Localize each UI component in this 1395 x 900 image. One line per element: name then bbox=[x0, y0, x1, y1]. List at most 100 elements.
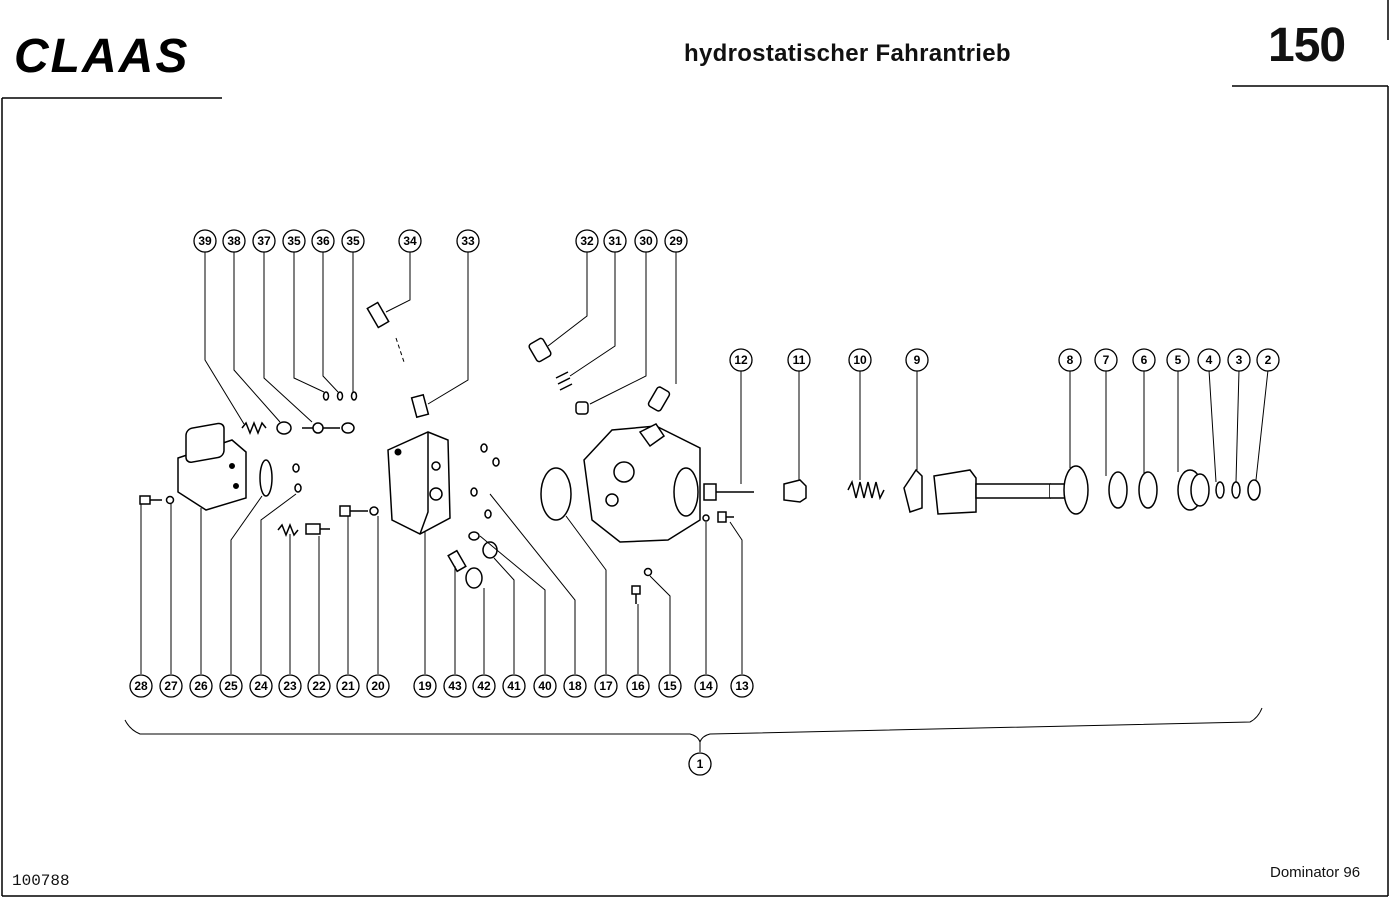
leader-lines bbox=[140, 252, 1269, 674]
callout-5: 5 bbox=[1166, 348, 1190, 372]
washer-part bbox=[643, 567, 653, 577]
pin-part bbox=[302, 422, 355, 434]
page-title: hydrostatischer Fahrantrieb bbox=[684, 40, 1011, 67]
svg-text:8: 8 bbox=[1067, 353, 1074, 367]
svg-text:40: 40 bbox=[538, 679, 552, 693]
bolt-part bbox=[717, 511, 734, 523]
spring-part bbox=[555, 371, 573, 391]
svg-text:41: 41 bbox=[507, 679, 521, 693]
svg-text:16: 16 bbox=[631, 679, 645, 693]
svg-text:28: 28 bbox=[134, 679, 148, 693]
svg-text:27: 27 bbox=[164, 679, 178, 693]
callout-32: 32 bbox=[575, 229, 599, 253]
small-ring-part bbox=[468, 531, 480, 541]
callout-2: 2 bbox=[1256, 348, 1280, 372]
callout-3: 3 bbox=[1227, 348, 1251, 372]
svg-text:31: 31 bbox=[608, 234, 622, 248]
callout-22: 22 bbox=[307, 674, 331, 698]
callout-26: 26 bbox=[189, 674, 213, 698]
callout-18: 18 bbox=[563, 674, 587, 698]
svg-text:24: 24 bbox=[254, 679, 268, 693]
washer-part bbox=[369, 506, 379, 516]
svg-text:38: 38 bbox=[227, 234, 241, 248]
bolt-part bbox=[139, 495, 162, 505]
callout-38: 38 bbox=[222, 229, 246, 253]
small-ring-part bbox=[350, 391, 358, 401]
callout-34: 34 bbox=[398, 229, 422, 253]
callout-23: 23 bbox=[278, 674, 302, 698]
callout-6: 6 bbox=[1132, 348, 1156, 372]
washer-part bbox=[165, 495, 175, 505]
callout-10: 10 bbox=[848, 348, 872, 372]
svg-text:25: 25 bbox=[224, 679, 238, 693]
plug-part bbox=[276, 421, 292, 435]
shaft-part bbox=[933, 469, 1073, 515]
callout-30: 30 bbox=[634, 229, 658, 253]
small-ring-part bbox=[294, 483, 302, 493]
spring-part bbox=[847, 479, 885, 501]
bolt-part bbox=[339, 505, 368, 517]
document-number: 100788 bbox=[12, 872, 70, 890]
oring-part bbox=[259, 459, 273, 497]
spring-part bbox=[277, 522, 299, 538]
nut-part bbox=[1247, 479, 1261, 501]
callout-1: 1 bbox=[688, 752, 712, 776]
callout-7: 7 bbox=[1094, 348, 1118, 372]
claas-logo: CLAAS bbox=[14, 30, 189, 80]
bolt-part bbox=[703, 483, 754, 501]
svg-text:17: 17 bbox=[599, 679, 613, 693]
callouts: 39 38 37 35 36 35 34 33 32 31 30 29 12 1… bbox=[129, 229, 1280, 776]
svg-text:34: 34 bbox=[403, 234, 417, 248]
svg-text:1: 1 bbox=[697, 757, 704, 771]
pump-housing-part bbox=[583, 423, 701, 543]
valve-block-part bbox=[387, 431, 451, 535]
svg-text:5: 5 bbox=[1175, 353, 1182, 367]
small-ring-part bbox=[480, 443, 488, 453]
callout-20: 20 bbox=[366, 674, 390, 698]
callout-35a: 35 bbox=[282, 229, 306, 253]
callout-35b: 35 bbox=[341, 229, 365, 253]
small-ring-part bbox=[336, 391, 344, 401]
bushing-part bbox=[783, 479, 807, 503]
svg-text:33: 33 bbox=[461, 234, 475, 248]
valve-part bbox=[575, 401, 589, 415]
callout-24: 24 bbox=[249, 674, 273, 698]
callout-4: 4 bbox=[1197, 348, 1221, 372]
plug-part bbox=[528, 337, 552, 363]
svg-text:14: 14 bbox=[699, 679, 713, 693]
bearing-part bbox=[1177, 469, 1210, 511]
callout-12: 12 bbox=[729, 348, 753, 372]
callout-28: 28 bbox=[129, 674, 153, 698]
small-ring-part bbox=[292, 463, 300, 473]
callout-39: 39 bbox=[193, 229, 217, 253]
logo-text: CLAAS bbox=[14, 30, 189, 80]
callout-29: 29 bbox=[664, 229, 688, 253]
plate-part bbox=[903, 468, 923, 513]
page-number: 150 bbox=[1268, 19, 1346, 72]
callout-25: 25 bbox=[219, 674, 243, 698]
callout-17: 17 bbox=[594, 674, 618, 698]
callout-19: 19 bbox=[413, 674, 437, 698]
svg-text:15: 15 bbox=[663, 679, 677, 693]
small-ring-part bbox=[470, 487, 478, 497]
ring-part bbox=[1108, 471, 1128, 509]
callout-9: 9 bbox=[905, 348, 929, 372]
svg-text:2: 2 bbox=[1265, 353, 1272, 367]
svg-text:3: 3 bbox=[1236, 353, 1243, 367]
assembly-bracket bbox=[124, 707, 1263, 744]
svg-text:30: 30 bbox=[639, 234, 653, 248]
large-oring-part bbox=[540, 467, 572, 521]
svg-text:23: 23 bbox=[283, 679, 297, 693]
callout-21: 21 bbox=[336, 674, 360, 698]
svg-text:7: 7 bbox=[1103, 353, 1110, 367]
svg-text:37: 37 bbox=[257, 234, 271, 248]
small-ring-part bbox=[1231, 481, 1241, 499]
svg-text:10: 10 bbox=[853, 353, 867, 367]
callout-15: 15 bbox=[658, 674, 682, 698]
svg-text:9: 9 bbox=[914, 353, 921, 367]
svg-text:4: 4 bbox=[1206, 353, 1213, 367]
svg-text:22: 22 bbox=[312, 679, 326, 693]
svg-text:6: 6 bbox=[1141, 353, 1148, 367]
callout-27: 27 bbox=[159, 674, 183, 698]
